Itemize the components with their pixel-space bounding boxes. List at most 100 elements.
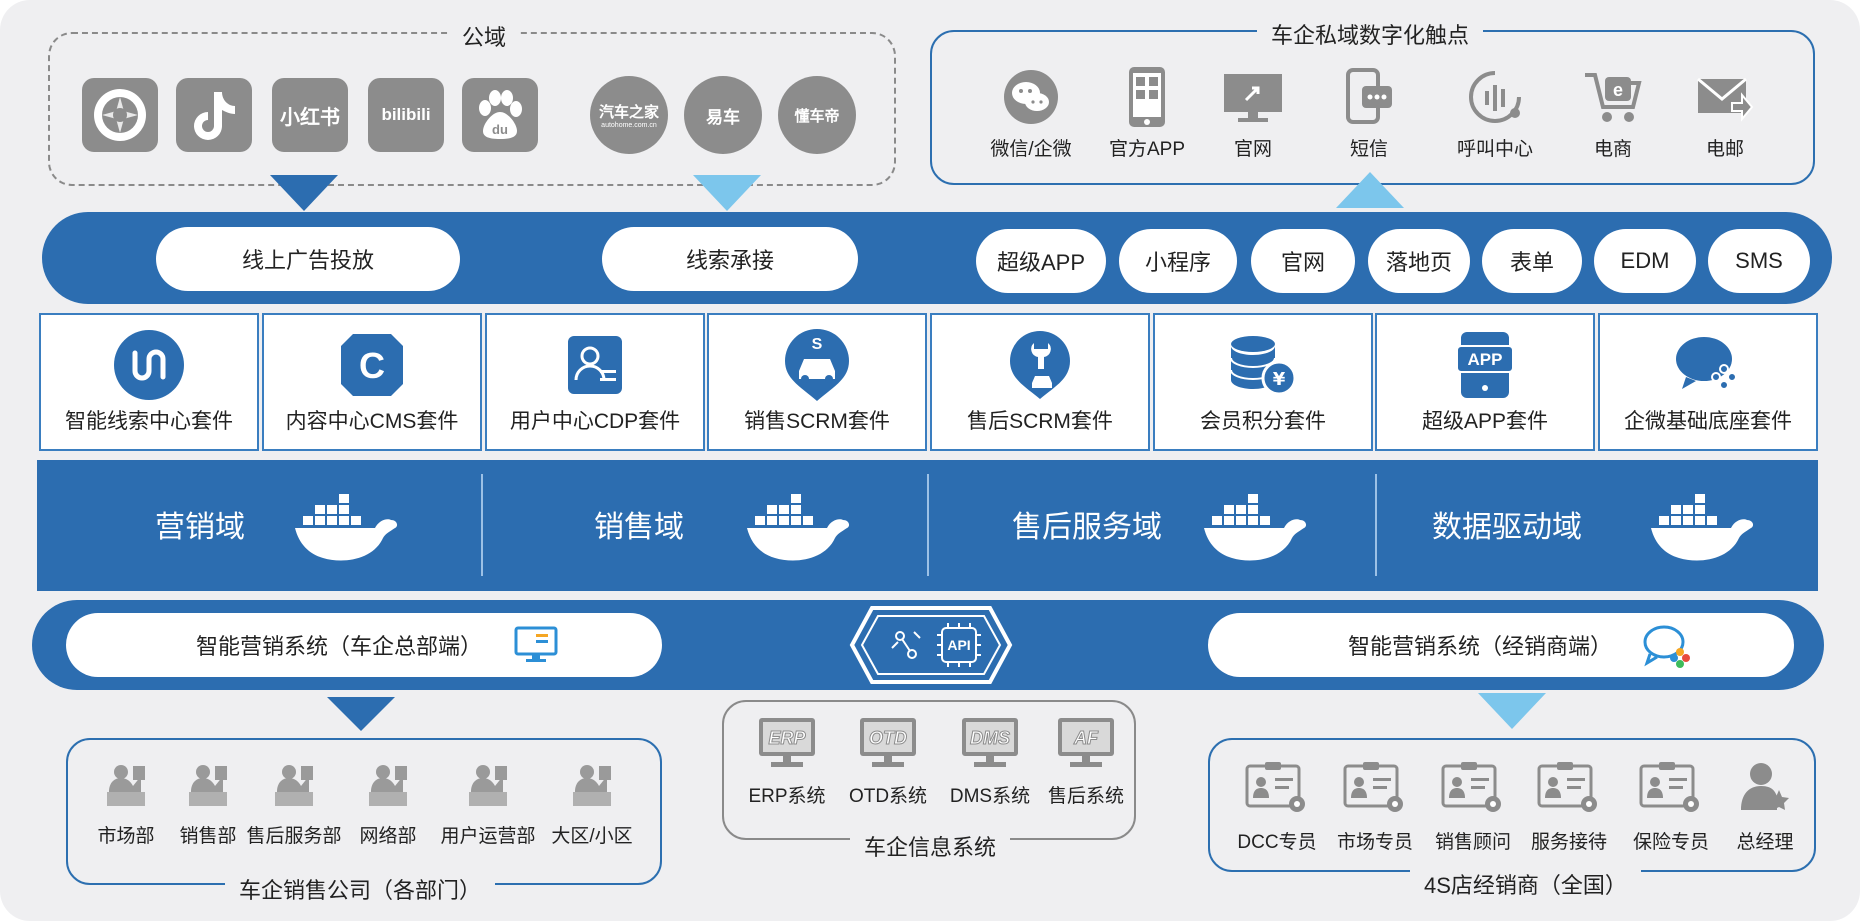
department-item: 大区/小区: [546, 762, 638, 848]
car-sales-icon: S: [785, 329, 849, 401]
arrow-down-light: [1478, 693, 1546, 729]
person-desk-icon: [189, 765, 227, 806]
autohome-icon: 汽车之家 autohome.com.cn: [590, 76, 668, 154]
dealer-role-label: 销售顾问: [1434, 832, 1511, 853]
domain-marketing: 营销域: [155, 511, 245, 544]
domain-aftersales: 售后服务域: [1012, 511, 1162, 544]
pill-hq-system: 智能营销系统（车企总部端）: [66, 613, 662, 677]
suite-card-cdp: 用户中心CDP套件: [485, 313, 705, 451]
domain-band: 营销域 销售域 售后服务域 数据驱动域: [37, 460, 1818, 591]
pill-website: 官网: [1251, 229, 1355, 293]
pill-super-app: 超级APP: [976, 229, 1106, 293]
pill-sms: SMS: [1708, 229, 1810, 293]
suite-label: 用户中心CDP套件: [509, 410, 681, 433]
dongchedi-icon: 懂车帝: [778, 76, 856, 154]
pill-mini-program: 小程序: [1119, 229, 1237, 293]
suite-label: 销售SCRM套件: [744, 410, 890, 433]
douyin-icon: [176, 78, 252, 152]
repair-car-icon: [1010, 331, 1070, 399]
baidu-icon: du: [462, 78, 538, 152]
info-systems-title: 车企信息系统: [850, 830, 1011, 862]
dealer-role-item: 总经理: [1720, 760, 1810, 854]
app-icon-text: APP: [1468, 350, 1503, 369]
department-item: 市场部: [80, 762, 172, 848]
pill-edm: EDM: [1594, 229, 1696, 293]
svg-text:¥: ¥: [1273, 369, 1286, 390]
dealer-role-label: 保险专员: [1632, 832, 1709, 853]
department-label: 大区/小区: [551, 826, 633, 847]
touchpoint-label: 官方APP: [1108, 139, 1186, 160]
hq-system-label: 智能营销系统（车企总部端）: [196, 634, 483, 659]
department-label: 用户运营部: [440, 826, 536, 847]
info-system-item: AF 售后系统: [1036, 716, 1136, 808]
wecom-icon: [1676, 337, 1737, 390]
touchpoint-label: 电邮: [1705, 139, 1744, 160]
dealer-role-label: 服务接待: [1530, 832, 1607, 853]
system-monitor-icon: ERP: [759, 718, 815, 767]
department-item: 售后服务部: [234, 762, 354, 848]
staff-badge-icon: [1343, 762, 1403, 812]
autohome-label: 汽车之家: [598, 104, 659, 121]
info-system-label: ERP系统: [748, 786, 826, 807]
system-monitor-icon: AF: [1058, 718, 1114, 767]
domain-divider: [1375, 474, 1377, 576]
arrow-down-dark: [327, 697, 395, 731]
dealer-role-label: 总经理: [1736, 832, 1794, 853]
suite-card-aftersales-scrm: 售后SCRM套件: [930, 313, 1150, 451]
arrow-down-light: [693, 175, 761, 211]
pill-online-ads: 线上广告投放: [156, 227, 460, 291]
dealer-role-item: 服务接待: [1524, 760, 1614, 854]
suite-label: 超级APP套件: [1421, 410, 1549, 433]
system-code: DMS: [970, 728, 1010, 748]
dealer-role-item: 保险专员: [1626, 760, 1716, 854]
private-touchpoints-title: 车企私域数字化触点: [1257, 18, 1484, 50]
person-desk-icon: [275, 765, 313, 806]
pill-dealer-system: 智能营销系统（经销商端）: [1208, 613, 1794, 677]
staff-badge-icon: [1441, 762, 1501, 812]
system-code: OTD: [869, 728, 907, 748]
xiaohongshu-icon: 小红书: [272, 78, 348, 152]
department-item: 网络部: [342, 762, 434, 848]
call-center-icon: [1469, 71, 1521, 123]
info-system-label: OTD系统: [848, 786, 928, 807]
person-desk-icon: [469, 765, 507, 806]
touchpoint-wechat: 微信/企微: [976, 64, 1086, 161]
dealer-role-item: DCC专员: [1232, 760, 1322, 854]
dealer-role-item: 市场专员: [1330, 760, 1420, 854]
system-monitor-icon: OTD: [860, 718, 916, 767]
public-domain-title: 公域: [448, 20, 521, 52]
info-system-label: 售后系统: [1047, 786, 1124, 807]
person-desk-icon: [573, 765, 611, 806]
lead-center-icon: [114, 330, 184, 400]
dongchedi-label: 懂车帝: [794, 107, 840, 125]
person-desk-icon: [369, 765, 407, 806]
touchpoint-label: 呼叫中心: [1456, 139, 1533, 160]
touchpoint-ecommerce: e 电商: [1558, 64, 1668, 161]
email-icon: [1697, 77, 1754, 122]
svg-text:e: e: [1613, 80, 1623, 100]
suite-card-cms: C 内容中心CMS套件: [262, 313, 482, 451]
container-whale-icon: [1204, 494, 1307, 561]
system-code: ERP: [768, 728, 806, 748]
suite-label: 售后SCRM套件: [967, 410, 1113, 433]
dealer-system-label: 智能营销系统（经销商端）: [1348, 634, 1613, 659]
suite-card-super-app: APP 超级APP套件: [1375, 313, 1595, 451]
manager-star-icon: [1741, 763, 1789, 810]
yiche-icon: 易车: [684, 76, 762, 154]
bilibili-icon: bilibili: [368, 78, 444, 152]
department-item: 销售部: [162, 762, 254, 848]
container-whale-icon: [1651, 494, 1754, 561]
info-system-item: OTD OTD系统: [838, 716, 938, 808]
touchpoint-app: 官方APP: [1092, 64, 1202, 161]
svg-text:du: du: [492, 122, 508, 137]
touchpoint-sms: 短信: [1314, 64, 1424, 161]
staff-badge-icon: [1639, 762, 1699, 812]
suite-card-membership: ¥ 会员积分套件: [1153, 313, 1373, 451]
container-whale-icon: [295, 494, 398, 561]
yiche-label: 易车: [706, 107, 740, 127]
user-profile-icon: [568, 336, 622, 394]
dealer-role-label: 市场专员: [1336, 832, 1413, 853]
suite-label: 内容中心CMS套件: [285, 410, 459, 433]
